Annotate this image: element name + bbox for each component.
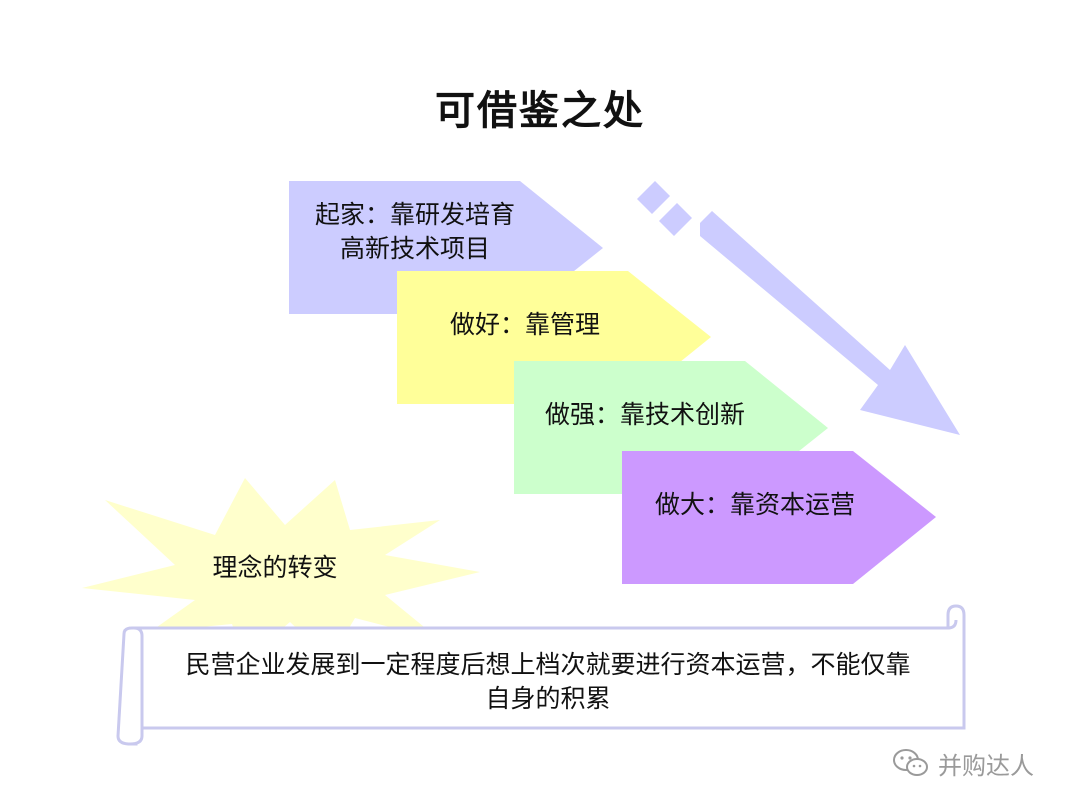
- arrow-tail-piece-1: [637, 181, 670, 214]
- step-4-label: 做大：靠资本运营: [630, 488, 880, 522]
- wechat-icon: [893, 749, 928, 776]
- diagonal-arrow: [637, 181, 960, 435]
- scroll-line-1: 民营企业发展到一定程度后想上档次就要进行资本运营，不能仅靠: [185, 650, 911, 679]
- scroll-banner: [116, 604, 966, 746]
- idea-starburst: [82, 478, 480, 660]
- step-4-shape: [622, 451, 936, 584]
- arrow-body: [700, 211, 960, 435]
- step-3-line-1: 做强：靠技术创新: [544, 400, 745, 429]
- watermark: 并购达人: [892, 746, 1034, 780]
- step-2-line-1: 做好：靠管理: [449, 310, 600, 339]
- step-1-line-2: 高新技术项目: [339, 234, 490, 263]
- watermark-text: 并购达人: [938, 751, 1034, 780]
- step-1-line-1: 起家：靠研发培育: [314, 200, 515, 229]
- step-4-line-1: 做大：靠资本运营: [654, 490, 855, 519]
- step-2-label: 做好：靠管理: [410, 308, 640, 342]
- burst-label: 理念的转变: [212, 553, 338, 582]
- slide-title: 可借鉴之处: [435, 88, 645, 134]
- scroll-line-2: 自身的积累: [485, 684, 611, 713]
- scroll-text: 民营企业发展到一定程度后想上档次就要进行资本运营，不能仅靠 自身的积累: [148, 648, 948, 716]
- step-3-label: 做强：靠技术创新: [520, 398, 770, 432]
- arrow-tail-piece-2: [659, 203, 692, 236]
- step-1-label: 起家：靠研发培育 高新技术项目: [300, 198, 530, 266]
